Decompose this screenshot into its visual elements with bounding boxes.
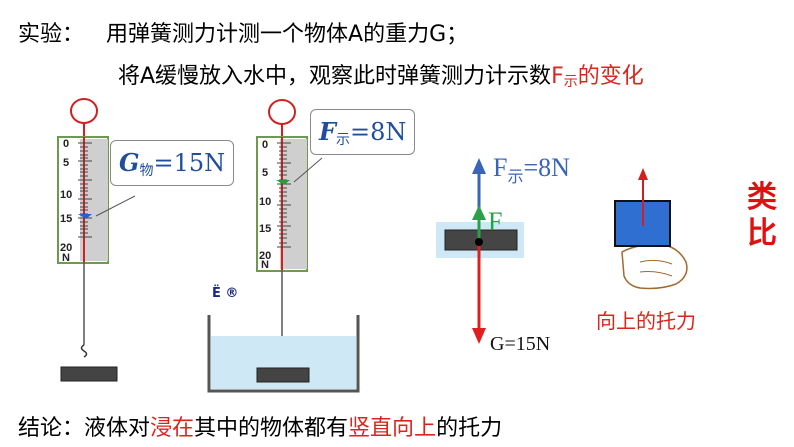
experiment-line-1: 实验： 用弹簧测力计测一个物体A的重力G； [18, 16, 468, 48]
conclusion-suffix: 的托力 [436, 416, 503, 441]
weight-callout: G物=15N [110, 140, 235, 186]
tick-15-right: 15 [259, 223, 271, 235]
unit-right: N [261, 259, 269, 271]
tick-5-left: 5 [63, 157, 69, 169]
tick-10-right: 10 [259, 196, 271, 208]
experiment-step-1: 用弹簧测力计测一个物体A的重力G； [106, 22, 469, 47]
hand-support-illustration [614, 168, 688, 290]
gravity-label: G=15N [490, 333, 550, 355]
reading-callout: F示=8N [310, 109, 416, 155]
reading-force-sub: 示 [507, 169, 523, 186]
object-a-submerged [256, 367, 310, 383]
scale-pointer-right [276, 180, 290, 185]
conclusion-highlight-2: 竖直向上 [348, 416, 437, 441]
object-a-left [60, 366, 118, 382]
tick-5-right: 5 [262, 167, 268, 179]
conclusion-prefix: 结论：液体对 [18, 416, 151, 441]
analogy-title: 类 比 [742, 180, 782, 252]
water-container [207, 315, 360, 393]
hand [621, 244, 688, 290]
conclusion-middle: 其中的物体都有 [194, 416, 349, 441]
reading-force-symbol: F [493, 153, 507, 182]
tick-10-left: 10 [60, 189, 72, 201]
hook-left [80, 344, 88, 358]
weight-sub: 物 [139, 163, 154, 179]
experiment-step-2: 将A缓慢放入水中，观察此时弹簧测力计示数 [118, 64, 552, 89]
support-label: 向上的托力 [596, 309, 696, 333]
reading-callout-sub: 示 [336, 132, 351, 148]
tick-20-left: 20 [60, 242, 72, 254]
center-of-mass [475, 238, 483, 246]
reading-symbol-sub: 示 [563, 74, 578, 90]
spring-scale-left: 0 5 10 15 20 N [57, 98, 136, 382]
scale-pointer-left [78, 214, 92, 219]
weight-value: =15N [153, 149, 226, 177]
reading-symbol: F [551, 64, 564, 89]
buoyant-force-label: F [488, 207, 502, 236]
analogy-char-1: 类 [747, 180, 777, 215]
tick-0-left: 0 [63, 138, 69, 150]
spring-scale-right: 0 5 10 15 20 N [256, 99, 323, 360]
reading-callout-value: =8N [350, 118, 407, 146]
unit-left: N [62, 252, 70, 264]
tick-20-right: 20 [259, 250, 271, 262]
experiment-step-2-suffix: 的变化 [577, 64, 644, 89]
weight-symbol: G [119, 148, 140, 177]
beaker [207, 315, 360, 393]
conclusion-highlight-1: 浸在 [150, 416, 195, 441]
reading-force-value: =8N [523, 153, 570, 182]
scale-ring-right [268, 99, 296, 125]
reading-callout-symbol: F [319, 117, 337, 146]
tick-0-right: 0 [262, 139, 268, 151]
experiment-label: 实验： [18, 22, 85, 47]
water-mark: Ë ® [212, 286, 239, 301]
experiment-line-2: 将A缓慢放入水中，观察此时弹簧测力计示数F示的变化 [118, 58, 644, 91]
analogy-char-2: 比 [747, 216, 777, 251]
svg-text:F示=8N: F示=8N [493, 153, 570, 186]
tick-15-left: 15 [60, 213, 72, 225]
scale-ring-left [70, 98, 98, 124]
force-diagram: F示=8N F G=15N [436, 153, 570, 355]
conclusion: 结论：液体对浸在其中的物体都有竖直向上的托力 [18, 410, 502, 442]
